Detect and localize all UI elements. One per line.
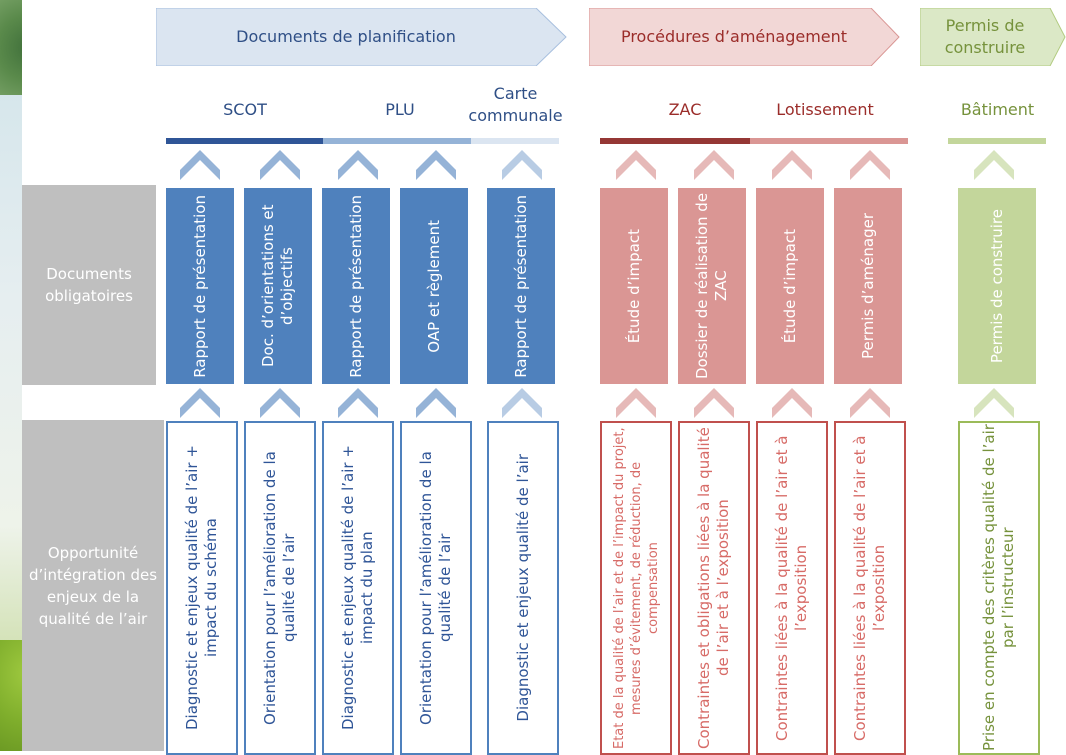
opportunite-box: Contraintes liées à la qualité de l’air … [834, 421, 906, 755]
plu-bar [323, 138, 471, 144]
document-box: Étude d’impact [600, 188, 668, 384]
procedures-arrow [589, 8, 901, 66]
chevron-up-icon [338, 150, 378, 184]
opportunite-box: Diagnostic et enjeux qualité de l’air [487, 421, 559, 755]
chevron-up-icon [338, 388, 378, 422]
document-box: Permis de construire [958, 188, 1036, 384]
column-carte-communale: Carte communale [468, 84, 563, 125]
column-lotissement: Lotissement [776, 100, 874, 119]
zac-bar [600, 138, 750, 144]
chevron-up-icon [974, 150, 1014, 184]
chevron-up-icon [502, 150, 542, 184]
chevron-up-icon [772, 150, 812, 184]
opportunite-box: Diagnostic et enjeux qualité de l’air + … [322, 421, 394, 755]
chevron-up-icon [850, 150, 890, 184]
chevron-up-icon [616, 388, 656, 422]
document-box: Rapport de présentation [166, 188, 234, 384]
opportunite-box: Diagnostic et enjeux qualité de l’air + … [166, 421, 238, 755]
chevron-up-icon [502, 388, 542, 422]
opportunite-box: Contraintes liées à la qualité de l’air … [756, 421, 828, 755]
opportunite-box: Contraintes et obligations liées à la qu… [678, 421, 750, 755]
planification-arrow [156, 8, 568, 66]
chevron-up-icon [850, 388, 890, 422]
chevron-up-icon [694, 150, 734, 184]
column-zac: ZAC [668, 100, 702, 119]
chevron-up-icon [974, 388, 1014, 422]
chevron-up-icon [180, 388, 220, 422]
permis-arrow [920, 8, 1066, 66]
column-plu: PLU [385, 100, 415, 119]
opportunite-box: Orientation pour l’amélioration de la qu… [400, 421, 472, 755]
document-box: Dossier de réalisation de ZAC [678, 188, 746, 384]
scot-bar [166, 138, 323, 144]
document-box: Rapport de présentation [487, 188, 555, 384]
opportunite-box: Prise en compte des critères qualité de … [958, 421, 1040, 755]
chevron-up-icon [260, 150, 300, 184]
chevron-up-icon [616, 150, 656, 184]
chevron-up-icon [180, 150, 220, 184]
chevron-up-icon [772, 388, 812, 422]
row-label-opportunite: Opportunité d’intégration des enjeux de … [22, 420, 164, 751]
carte-bar [471, 138, 559, 144]
planification-arrow-label: Documents de planification [236, 27, 456, 46]
column-scot: SCOT [223, 100, 267, 119]
document-box: Rapport de présentation [322, 188, 390, 384]
opportunite-box: Orientation pour l’amélioration de la qu… [244, 421, 316, 755]
opportunite-box: Etat de la qualité de l’air et de l’impa… [600, 421, 672, 755]
row-label-documents: Documents obligatoires [22, 185, 156, 385]
column-batiment: Bâtiment [960, 100, 1035, 119]
chevron-up-icon [260, 388, 300, 422]
permis-arrow-label: Permis de construire [944, 16, 1026, 57]
chevron-up-icon [416, 150, 456, 184]
document-box: Doc. d’orientations et d’objectifs [244, 188, 312, 384]
document-box: OAP et règlement [400, 188, 468, 384]
document-box: Permis d’aménager [834, 188, 902, 384]
chevron-up-icon [416, 388, 456, 422]
batiment-bar [948, 138, 1046, 144]
chevron-up-icon [694, 388, 734, 422]
lotissement-bar [750, 138, 908, 144]
document-box: Étude d’impact [756, 188, 824, 384]
procedures-arrow-label: Procédures d’aménagement [620, 27, 848, 46]
